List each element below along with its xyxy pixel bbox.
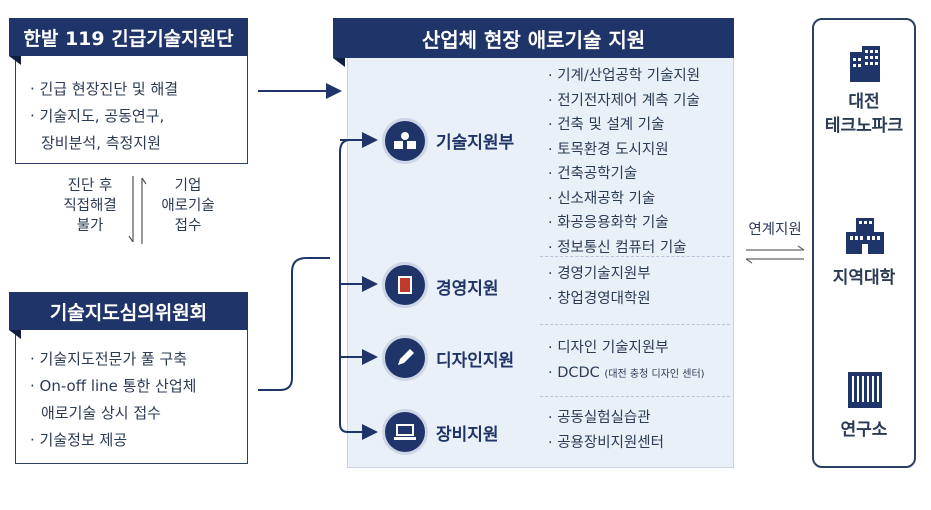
list-item: 기계/산업공학 기술지원 [548,64,700,89]
list-item: DCDC (대전 충청 디자인 센터) [548,361,705,388]
committee-list: 기술지도전문가 풀 구축 On-off line 통한 산업체 애로기술 상시 … [30,346,197,454]
dept-management: 경영지원 [436,279,499,299]
dept-tech-support: 기술지원부 [436,133,515,153]
institution-techno-park: 대전 테크노파크 [824,92,904,136]
list-item: 기술정보 제공 [30,427,196,454]
list-item: 건축 및 설계 기술 [548,113,700,138]
list-item: On-off line 통한 산업체 [30,373,197,400]
unresolved-label: 진단 후 직접해결 불가 [63,178,117,234]
dept-equipment: 장비지원 [436,425,499,445]
list-item: 긴급 현장진단 및 해결 [30,76,179,103]
link-label: 연계지원 [748,222,802,238]
list-item: 기술지도전문가 풀 구축 [30,346,196,373]
dept-equipment-list: 공동실험실습관 공용장비지원센터 [548,406,664,455]
list-item: 창업경영대학원 [548,287,650,312]
pen-icon [382,335,428,381]
link-arrows [745,245,805,264]
dcdc-note: (대전 충청 디자인 센터) [604,368,705,380]
research-building-icon [848,372,882,408]
list-item: 기술지도, 공동연구, [30,103,178,130]
divider [540,256,730,257]
divider [540,396,730,397]
list-item: 장비분석, 측정지원 [41,134,161,152]
vertical-exchange-arrows [128,176,147,244]
list-item: 애로기술 상시 접수 [41,404,161,422]
emergency-support-list: 긴급 현장진단 및 해결 기술지도, 공동연구, 장비분석, 측정지원 [30,76,179,157]
emergency-support-title: 한밭 119 긴급기술지원단 [9,18,248,65]
list-item: 경영기술지원부 [548,262,650,287]
dept-management-list: 경영기술지원부 창업경영대학원 [548,262,650,312]
list-item: 신소재공학 기술 [548,187,700,212]
divider [540,324,730,325]
list-item: 디자인 기술지원부 [548,336,705,361]
dept-design-list: 디자인 기술지원부 DCDC (대전 충청 디자인 센터) [548,336,705,388]
notebook-icon [382,262,428,308]
list-item: 공동실험실습관 [548,406,664,431]
list-item: 화공응용화학 기술 [548,211,700,236]
dept-tech-support-list: 기계/산업공학 기술지원 전기전자제어 계측 기술 건축 및 설계 기술 토목환… [548,64,700,260]
list-item: 정보통신 컴퓨터 기술 [548,236,700,261]
list-item: 토목환경 도시지원 [548,138,700,163]
institution-university: 지역대학 [832,268,896,288]
university-icon [846,218,884,254]
committee-title: 기술지도심의위원회 [9,292,248,339]
dept-design: 디자인지원 [436,351,515,371]
list-item: 전기전자제어 계측 기술 [548,89,700,114]
list-item: 공용장비지원센터 [548,431,664,456]
institution-research: 연구소 [840,420,888,440]
book-group-icon [382,118,428,164]
intake-label: 기업 애로기술 접수 [161,178,215,234]
monitor-icon [382,409,428,455]
center-title: 산업체 현장 애로기술 지원 [333,18,734,67]
office-building-icon [850,46,880,82]
list-item: 건축공학기술 [548,162,700,187]
